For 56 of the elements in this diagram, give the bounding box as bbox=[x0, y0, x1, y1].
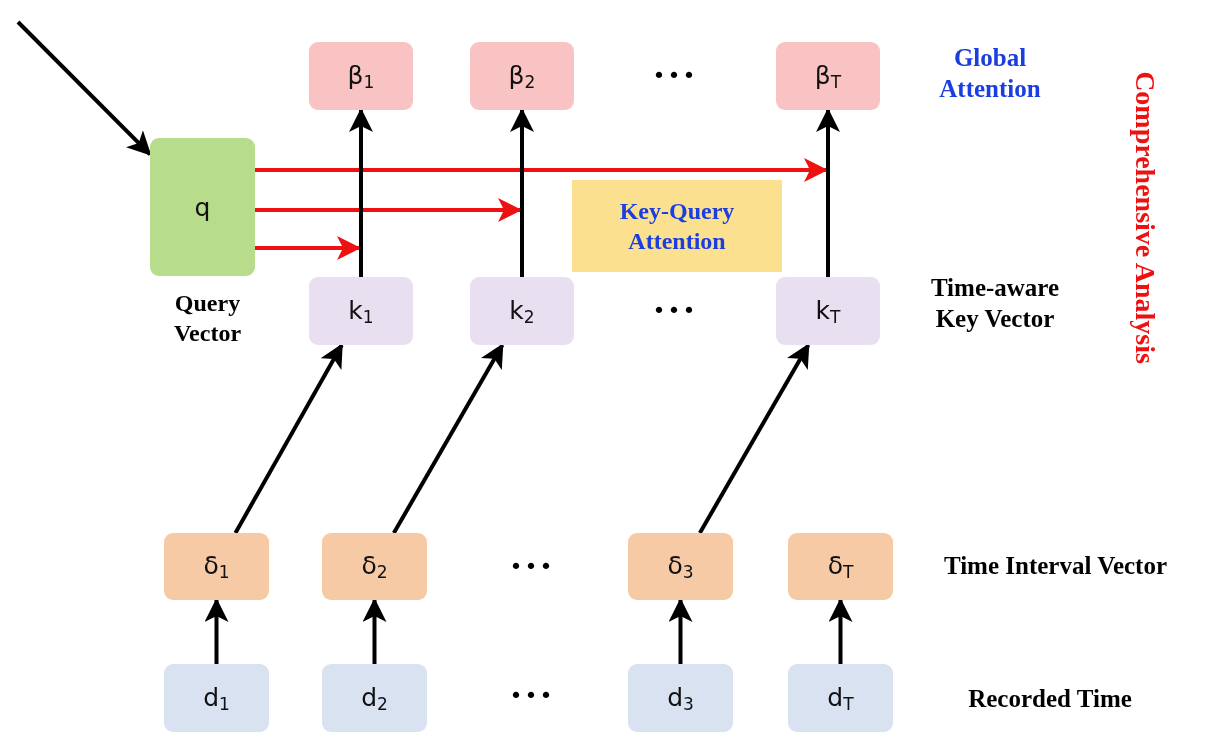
ellipsis: ••• bbox=[508, 682, 556, 710]
annotation-label: Recorded Time bbox=[967, 684, 1133, 714]
node-caption: Query Vector bbox=[172, 289, 243, 348]
ellipsis: ••• bbox=[651, 62, 699, 90]
math-symbol: δ$_{1}$ bbox=[203, 551, 230, 582]
arrow bbox=[204, 598, 229, 664]
annotation-label: Time-aware Key Vector bbox=[929, 273, 1061, 335]
key-vector-box bbox=[309, 277, 413, 345]
math-symbol: q bbox=[194, 192, 211, 222]
math-symbol: d$_{2}$ bbox=[361, 682, 388, 714]
interval-vector-box bbox=[628, 533, 733, 600]
attention-label: Key-Query Attention bbox=[618, 197, 736, 256]
arrow bbox=[255, 236, 361, 260]
math-symbol: δ$_{3}$ bbox=[667, 551, 694, 582]
arrow bbox=[255, 158, 828, 182]
annotation-label: Global Attention bbox=[938, 43, 1042, 105]
arrow bbox=[349, 108, 373, 277]
time-box bbox=[628, 664, 733, 732]
arrow bbox=[510, 108, 534, 277]
time-box bbox=[164, 664, 269, 732]
math-symbol: k$_{1}$ bbox=[348, 295, 374, 327]
attention-weight-box bbox=[776, 42, 880, 110]
interval-vector-box bbox=[788, 533, 893, 600]
interval-vector-box bbox=[164, 533, 269, 600]
annotation-label: Time Interval Vector bbox=[942, 551, 1169, 581]
attention-weight-box bbox=[470, 42, 574, 110]
arrow bbox=[816, 108, 840, 277]
query-vector-box bbox=[150, 138, 255, 276]
arrow bbox=[392, 343, 505, 534]
arrow bbox=[362, 598, 387, 664]
math-symbol: d$_{T}$ bbox=[827, 682, 854, 714]
arrow bbox=[255, 198, 522, 222]
ellipsis: ••• bbox=[508, 553, 556, 581]
attention-weight-box bbox=[309, 42, 413, 110]
arrow bbox=[828, 598, 853, 664]
arrow bbox=[233, 343, 344, 534]
math-symbol: δ$_{T}$ bbox=[827, 551, 854, 582]
time-box bbox=[788, 664, 893, 732]
math-symbol: β$_{T}$ bbox=[814, 60, 842, 92]
annotation-label: Comprehensive Analysis bbox=[1128, 70, 1162, 366]
ellipsis: ••• bbox=[651, 297, 699, 325]
attention-note-box bbox=[572, 180, 782, 272]
interval-vector-box bbox=[322, 533, 427, 600]
math-symbol: d$_{3}$ bbox=[667, 682, 694, 714]
math-symbol: d$_{1}$ bbox=[203, 682, 230, 714]
math-symbol: k$_{T}$ bbox=[815, 295, 841, 327]
math-symbol: k$_{2}$ bbox=[509, 295, 535, 327]
math-symbol: δ$_{2}$ bbox=[361, 551, 388, 582]
arrow bbox=[668, 598, 693, 664]
key-vector-box bbox=[776, 277, 880, 345]
arrow bbox=[16, 20, 152, 156]
math-symbol: β$_{2}$ bbox=[508, 60, 536, 92]
time-box bbox=[322, 664, 427, 732]
key-vector-box bbox=[470, 277, 574, 345]
arrow bbox=[698, 343, 811, 534]
math-symbol: β$_{1}$ bbox=[347, 60, 375, 92]
